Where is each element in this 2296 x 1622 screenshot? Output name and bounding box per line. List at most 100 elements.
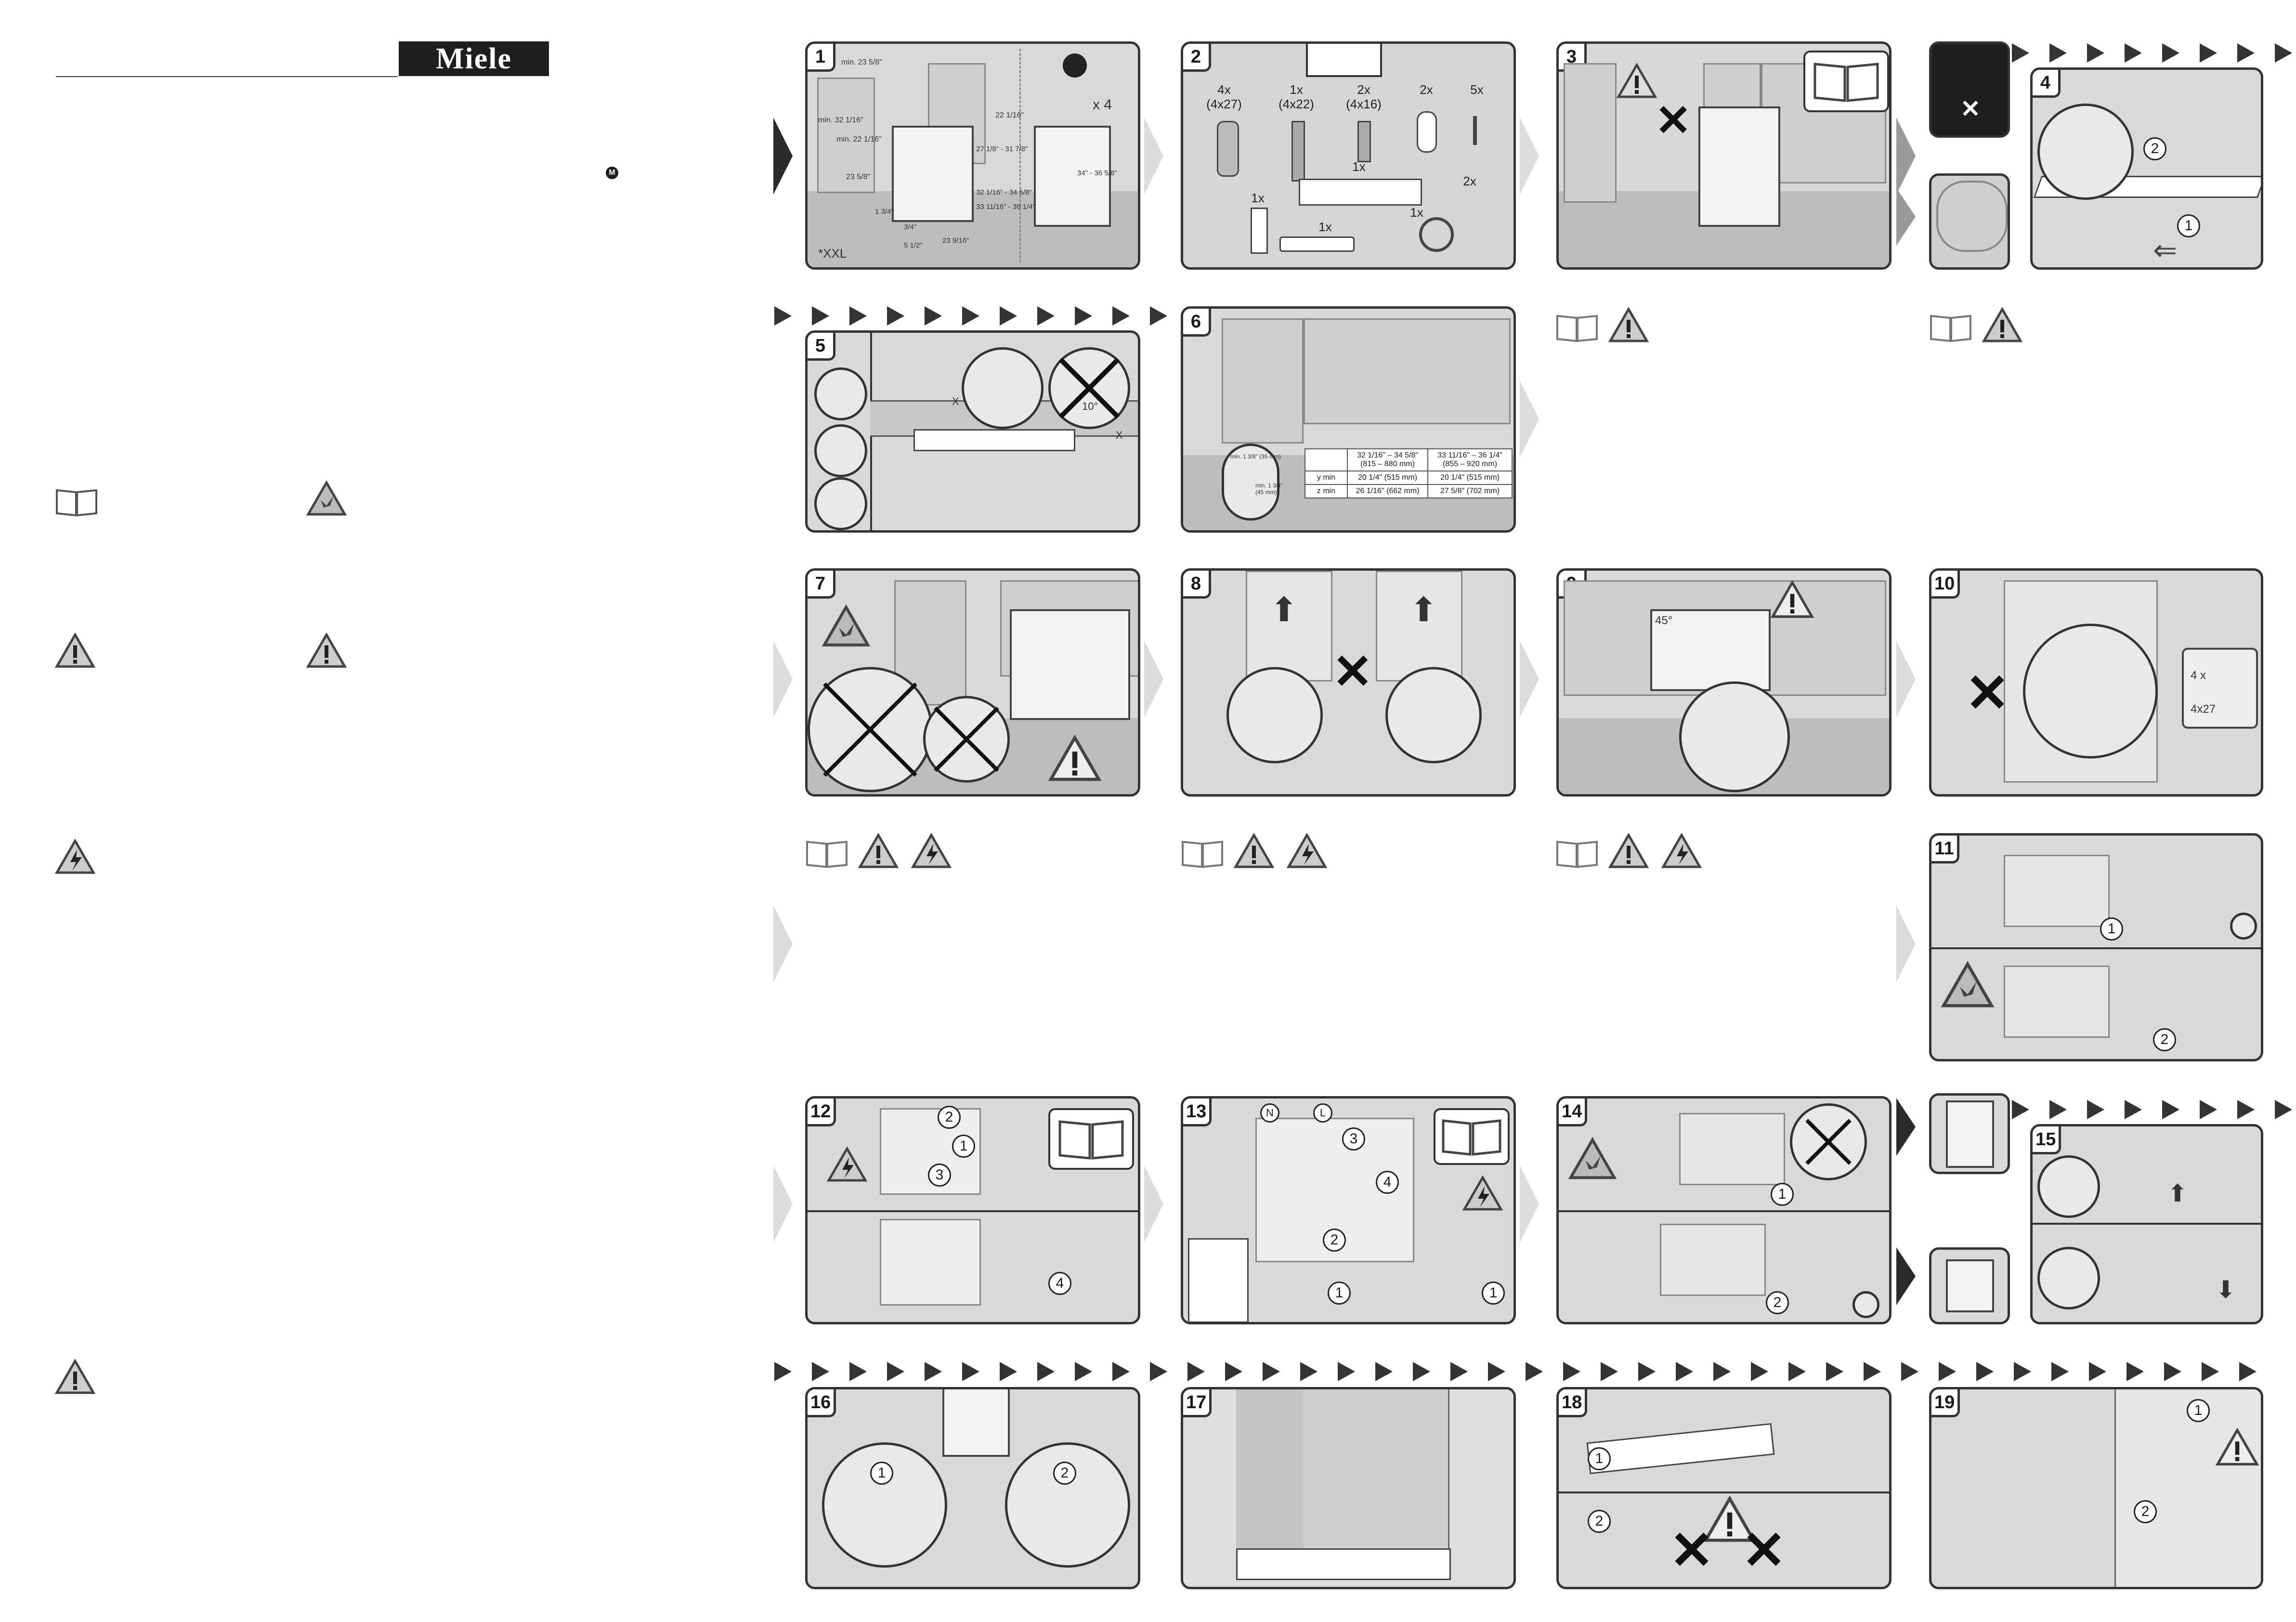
flow-arrow: [1144, 118, 1163, 195]
foot-detail: [2037, 1247, 2100, 1309]
spec-table: 32 1/16" – 34 5/8" (815 – 880 mm)33 11/1…: [1305, 448, 1513, 498]
cross-icon: ✕: [1965, 664, 2010, 723]
step-marker-1: 1: [2187, 1399, 2210, 1422]
part-qty: 2x: [1420, 82, 1433, 97]
neutral-label: N: [1260, 1103, 1279, 1123]
step-marker-3: 3: [1342, 1127, 1365, 1151]
nail-part: [1473, 116, 1477, 145]
manual-reference: [1434, 1108, 1510, 1165]
book-icon: [805, 838, 848, 869]
xxl-note: *XXL: [818, 246, 847, 261]
part-qty: 1x: [1410, 205, 1423, 220]
col-header: 32 1/16" – 34 5/8" (815 – 880 mm): [1346, 448, 1429, 471]
book-icon: [1555, 312, 1599, 343]
step-marker-4: 4: [1048, 1272, 1071, 1295]
terminal-box: [880, 1219, 981, 1306]
warning-icon: [1608, 307, 1649, 343]
step-5-panel: 5 X X 10°: [805, 330, 1140, 533]
step-marker-2: 2: [1323, 1229, 1346, 1252]
dim-label: 1 3/4": [875, 208, 894, 216]
warning-icon: [1234, 833, 1274, 869]
book-icon: [1555, 838, 1599, 869]
flow-arrow: [1520, 1165, 1539, 1243]
step-marker-1: 1: [1771, 1183, 1794, 1206]
step-number: 6: [1183, 309, 1211, 337]
wood-detail: [814, 367, 867, 420]
book-icon: [1058, 1120, 1124, 1160]
step-15-panel: 15 ⬆ ⬇: [2030, 1124, 2263, 1324]
step-number: 15: [2033, 1126, 2061, 1154]
dim-label: 22 1/16": [995, 111, 1024, 119]
step-17-panel: 17: [1181, 1387, 1516, 1589]
torx-icon: [2230, 913, 2257, 940]
warning-icon: [1703, 1495, 1756, 1544]
book-icon: [1929, 312, 1972, 343]
dim-label: min. 22 1/16": [836, 135, 882, 144]
detail-circle: [962, 347, 1044, 429]
glue-tube: [1279, 236, 1355, 252]
flow-arrow: [1144, 641, 1163, 718]
screw-detail: [2023, 624, 2158, 759]
dim-label: 5 1/2": [904, 241, 923, 249]
dim-label: min. 23 5/8": [841, 58, 882, 66]
dishwasher-thumb: [1929, 1247, 2010, 1324]
step-number: 1: [808, 44, 835, 72]
step-number: 17: [1183, 1389, 1212, 1417]
step-8-panel: 8 ⬆ ⬆ ✕: [1181, 568, 1516, 797]
row-label: z min: [1305, 484, 1348, 498]
step-13-panel: 13 N L 3 4 2 1 1: [1181, 1096, 1516, 1324]
electric-warning-icon: [55, 839, 95, 875]
spacer-part: [1217, 121, 1239, 177]
dishwasher-xxl: [1034, 126, 1111, 227]
step-2-panel: 2 4x (4x27) 1x (4x22) 2x (4x16) 2x 5x 1x…: [1181, 41, 1516, 270]
step-4-panel: 4 2 1 ⇐: [2030, 67, 2263, 270]
step-7-panel: 7: [805, 568, 1140, 797]
book-icon: [1442, 1119, 1501, 1156]
dishwasher: [1698, 106, 1780, 227]
foot-detail: [2037, 1155, 2100, 1218]
dishwasher-thumb: [1929, 1093, 2010, 1174]
warning-icon: [55, 1359, 95, 1395]
table-cell: 20 1/4" (515 mm): [1346, 471, 1429, 485]
step-marker-4: 4: [1376, 1171, 1399, 1194]
table-cell: 26 1/16" (662 mm): [1346, 484, 1429, 498]
step-9-panel: 9 45°: [1556, 568, 1892, 797]
electric-warning-icon: [1287, 833, 1327, 869]
strip-part: [1299, 179, 1422, 206]
cross-icon: ✕: [1670, 1521, 1714, 1580]
gap-label: X: [1116, 429, 1123, 441]
wood-surface-tile: [1929, 173, 2010, 270]
dishwasher: [1010, 609, 1130, 720]
electric-warning-icon: [1661, 833, 1702, 869]
gap-label: X: [952, 395, 959, 407]
warning-hand-icon: [1568, 1137, 1617, 1180]
flow-arrow: [773, 641, 793, 718]
cap-part: [1417, 111, 1437, 153]
book-icon: [1813, 63, 1879, 102]
cross-icon: ✕: [1742, 1521, 1787, 1580]
flow-arrow: [1896, 118, 1916, 195]
step-marker-2: 2: [2134, 1500, 2157, 1523]
clip-detail: [1005, 1442, 1130, 1568]
part-qty: 2x: [1463, 174, 1476, 188]
miele-logo: Miele: [399, 41, 549, 76]
dim-label: min. 32 1/16": [818, 116, 863, 124]
step-12-panel: 12 2 1 3 4: [805, 1096, 1140, 1324]
hose-detail-crossed: [808, 667, 933, 792]
flow-arrow: [1896, 1098, 1916, 1156]
step-marker-2: 2: [2143, 137, 2166, 160]
step-number: 13: [1183, 1099, 1212, 1126]
screw-callout: 4 x 4x27: [2182, 648, 2258, 729]
flow-arrow: [1144, 1165, 1163, 1243]
electric-warning-icon: [1462, 1176, 1503, 1211]
step-marker-1: 1: [2177, 214, 2200, 237]
flow-arrow: [1896, 641, 1916, 718]
step-marker-2: 2: [1766, 1291, 1789, 1314]
step-marker-2: 2: [2153, 1028, 2176, 1051]
flow-arrow: [1896, 905, 1916, 982]
step-11-panel: 11 1 2: [1929, 833, 2263, 1061]
step-number: 18: [1559, 1389, 1588, 1417]
part-qty: 5x: [1470, 82, 1484, 97]
table-cell: 27 5/8" (702 mm): [1427, 484, 1513, 498]
flow-arrow: [1520, 641, 1539, 718]
